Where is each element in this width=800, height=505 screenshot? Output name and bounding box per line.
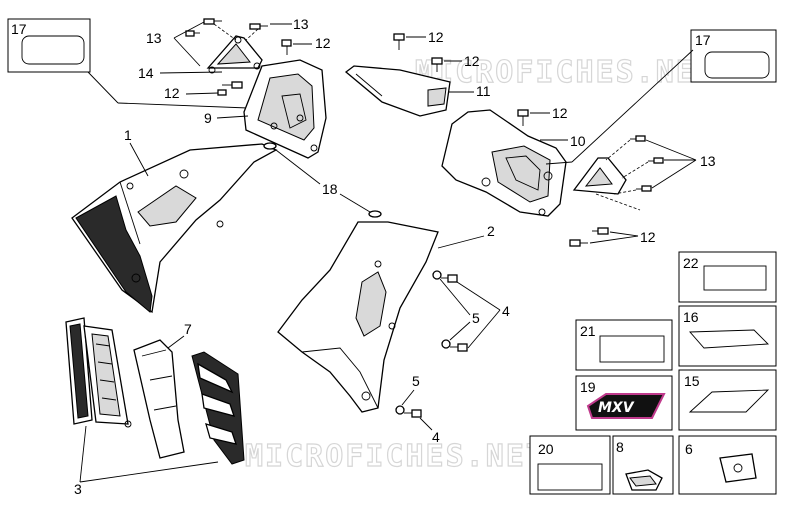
box-20[interactable]: 20 — [529, 435, 611, 495]
box-19[interactable]: MXV 19 — [575, 375, 673, 431]
screw-4-a[interactable] — [441, 274, 458, 283]
side-panel-1[interactable] — [71, 143, 278, 314]
screw-12-d[interactable] — [431, 57, 443, 72]
box-22-label: 22 — [683, 255, 699, 271]
box-16[interactable]: 16 — [678, 305, 777, 367]
screw-12-c[interactable] — [393, 33, 405, 50]
callout-12-a: 12 — [315, 35, 331, 51]
callout-9: 9 — [204, 110, 212, 126]
cover-10[interactable] — [441, 109, 567, 217]
callout-13-top: 13 — [293, 16, 309, 32]
screw-12-f[interactable] — [569, 227, 609, 247]
callout-12-d: 12 — [464, 53, 480, 69]
bracket-9[interactable] — [243, 59, 327, 159]
box-8-label: 8 — [616, 439, 624, 455]
box-22[interactable]: 22 — [678, 251, 777, 303]
callout-4-lower: 4 — [432, 429, 440, 445]
screw-4-b[interactable] — [450, 343, 468, 352]
box-17-left-label: 17 — [11, 21, 27, 37]
box-15-label: 15 — [684, 373, 700, 389]
box-8[interactable]: 8 — [612, 435, 674, 495]
callout-7: 7 — [184, 321, 192, 337]
mxv-logo-text: MXV — [598, 400, 635, 416]
callout-3: 3 — [74, 481, 82, 497]
washer-5-b[interactable] — [441, 339, 451, 349]
callout-5-upper: 5 — [472, 310, 480, 326]
box-16-label: 16 — [683, 309, 699, 325]
box-20-label: 20 — [538, 441, 554, 457]
washer-5-a[interactable] — [432, 270, 442, 280]
callout-5-lower: 5 — [412, 373, 420, 389]
screw-13-a[interactable] — [203, 18, 222, 25]
callout-4-upper: 4 — [502, 303, 510, 319]
box-17-left[interactable]: 17 — [7, 18, 91, 73]
cover-11[interactable] — [344, 65, 451, 117]
box-17-right[interactable]: 17 — [690, 29, 777, 83]
bracket-14[interactable] — [206, 35, 263, 74]
grille-ladder[interactable] — [191, 351, 245, 465]
screw-12-b[interactable] — [217, 81, 243, 96]
screw-13-c[interactable] — [185, 30, 200, 37]
box-15[interactable]: 15 — [678, 369, 777, 431]
bracket-right[interactable] — [572, 157, 627, 195]
box-21[interactable]: 21 — [575, 319, 673, 371]
screw-13-b[interactable] — [249, 23, 268, 30]
radiator-guard-3[interactable] — [65, 317, 132, 428]
watermark-top: MICROFICHES.NET — [415, 55, 716, 90]
grommet-18-a[interactable] — [263, 142, 277, 150]
grommet-18-b[interactable] — [368, 210, 382, 218]
callout-12-c: 12 — [428, 29, 444, 45]
callout-12-f: 12 — [640, 229, 656, 245]
callout-2: 2 — [487, 223, 495, 239]
callout-14: 14 — [138, 65, 154, 81]
screw-12-e[interactable] — [517, 109, 529, 126]
box-6-label: 6 — [685, 441, 693, 457]
callout-10: 10 — [570, 133, 586, 149]
watermark-bottom: MICROFICHES.NET — [245, 439, 546, 474]
callout-18: 18 — [322, 181, 338, 197]
box-6[interactable]: 6 — [678, 435, 777, 495]
washer-5-c[interactable] — [395, 405, 405, 415]
callout-11: 11 — [476, 83, 491, 99]
screw-12-a[interactable] — [281, 39, 292, 55]
box-19-label: 19 — [580, 379, 596, 395]
box-21-label: 21 — [580, 323, 596, 339]
callout-1: 1 — [124, 127, 132, 143]
screw-13-e[interactable] — [648, 157, 664, 164]
callout-12-e: 12 — [552, 105, 568, 121]
screw-13-f[interactable] — [636, 185, 652, 192]
callout-12-b: 12 — [164, 85, 180, 101]
panel-7[interactable] — [133, 339, 185, 459]
screw-13-d[interactable] — [630, 135, 646, 142]
screw-4-c[interactable] — [404, 409, 422, 418]
callout-13-right: 13 — [700, 153, 716, 169]
box-17-right-label: 17 — [695, 32, 711, 48]
callout-13-top-left: 13 — [146, 30, 162, 46]
side-panel-2[interactable] — [277, 221, 439, 413]
